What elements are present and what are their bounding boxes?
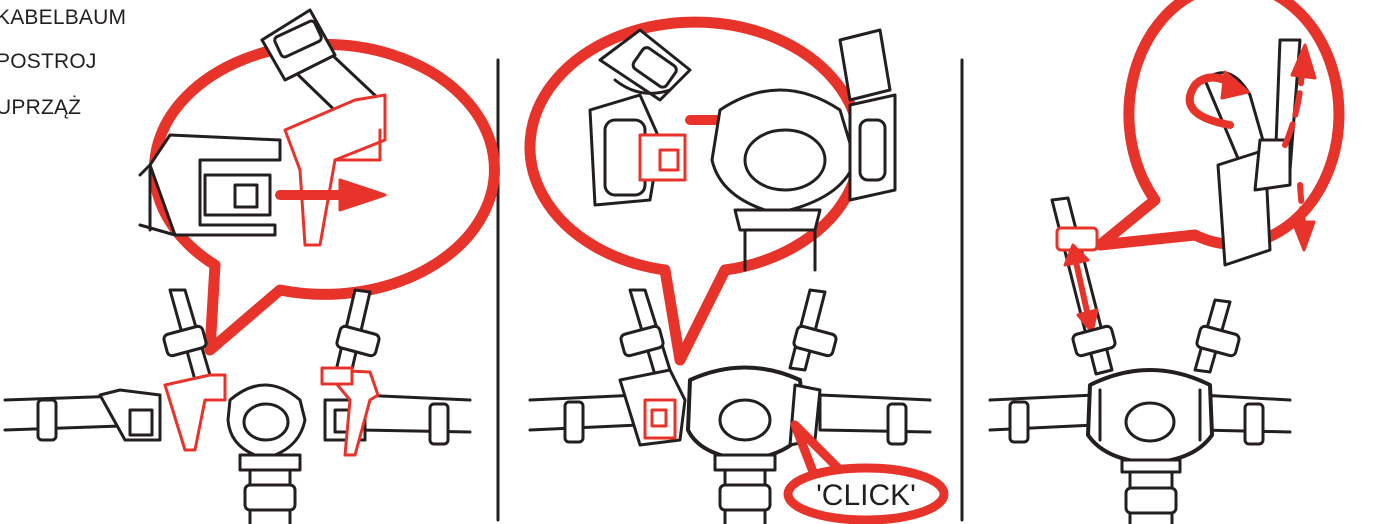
harness-1 <box>3 288 472 524</box>
panel-2-click: 'CLICK' <box>524 16 949 524</box>
label-polish: UPRZĄŻ <box>0 96 82 119</box>
strap-slider <box>1055 226 1099 252</box>
zoom-bubble-2 <box>524 16 897 366</box>
harness-2 <box>528 288 932 524</box>
click-label: 'CLICK' <box>816 479 916 512</box>
harness-3 <box>988 196 1292 524</box>
zoom-bubble-1 <box>138 8 500 356</box>
label-german: KABELBAUM <box>0 6 127 29</box>
label-czech: POSTROJ <box>0 50 97 73</box>
zoom-bubble-3 <box>1094 0 1345 267</box>
panel-1-insert-tongues <box>3 8 500 524</box>
panel-3-adjust <box>988 0 1345 524</box>
click-callout: 'CLICK' <box>783 420 949 524</box>
